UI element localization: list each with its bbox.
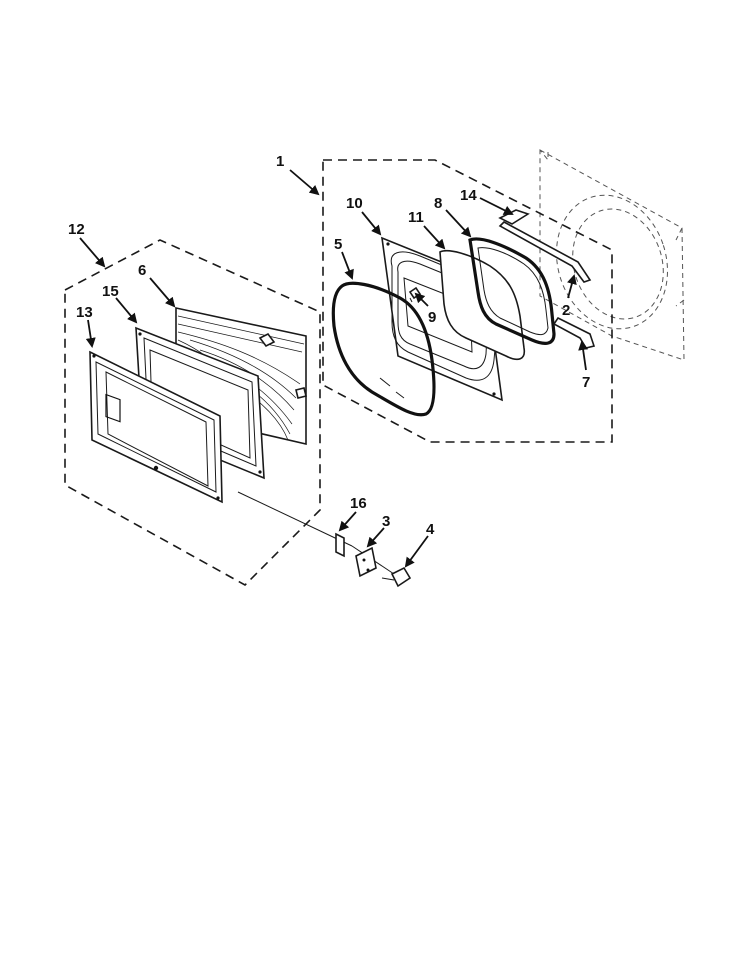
callout-5: 5 bbox=[334, 236, 342, 253]
callout-8: 8 bbox=[434, 195, 442, 212]
screw bbox=[381, 566, 412, 588]
leader-7 bbox=[578, 340, 589, 371]
leader-3 bbox=[366, 527, 385, 548]
leader-lines bbox=[79, 169, 589, 568]
callout-12: 12 bbox=[68, 221, 85, 238]
leader-14 bbox=[479, 197, 514, 215]
shim-plate bbox=[335, 532, 345, 558]
leader-6 bbox=[149, 277, 176, 308]
inner-door-frame bbox=[468, 237, 556, 345]
leader-15 bbox=[115, 297, 138, 324]
leader-13 bbox=[85, 319, 96, 348]
leader-8 bbox=[445, 209, 472, 238]
leader-11 bbox=[423, 225, 446, 250]
leader-2 bbox=[567, 274, 577, 299]
callout-14: 14 bbox=[460, 187, 477, 204]
callout-7: 7 bbox=[582, 374, 590, 391]
leader-4 bbox=[404, 535, 429, 568]
callout-labels: 1 2 3 4 5 6 7 8 9 10 11 12 13 14 15 16 bbox=[68, 153, 590, 538]
assembly-12-boundary bbox=[64, 239, 321, 586]
callout-4: 4 bbox=[426, 521, 435, 538]
leader-12 bbox=[79, 237, 106, 268]
hinge-plate bbox=[355, 546, 377, 578]
hinge-bracket-upper bbox=[498, 209, 592, 283]
callout-6: 6 bbox=[138, 262, 146, 279]
callout-15: 15 bbox=[102, 283, 119, 300]
callout-3: 3 bbox=[382, 513, 390, 530]
leader-5 bbox=[341, 251, 354, 280]
callout-11: 11 bbox=[408, 209, 424, 226]
door-gasket bbox=[331, 281, 436, 417]
callout-9: 9 bbox=[428, 309, 436, 326]
outer-door-frame bbox=[89, 350, 223, 504]
leader-10 bbox=[361, 211, 382, 236]
leader-9 bbox=[414, 292, 429, 307]
callout-1: 1 bbox=[276, 153, 284, 170]
assembly-1-boundary bbox=[322, 159, 613, 443]
leader-1 bbox=[289, 169, 320, 196]
callout-16: 16 bbox=[350, 495, 367, 512]
callout-10: 10 bbox=[346, 195, 363, 212]
leader-16 bbox=[338, 511, 357, 532]
callout-13: 13 bbox=[76, 304, 93, 321]
callout-2: 2 bbox=[562, 302, 570, 319]
alignment-line bbox=[237, 491, 401, 579]
